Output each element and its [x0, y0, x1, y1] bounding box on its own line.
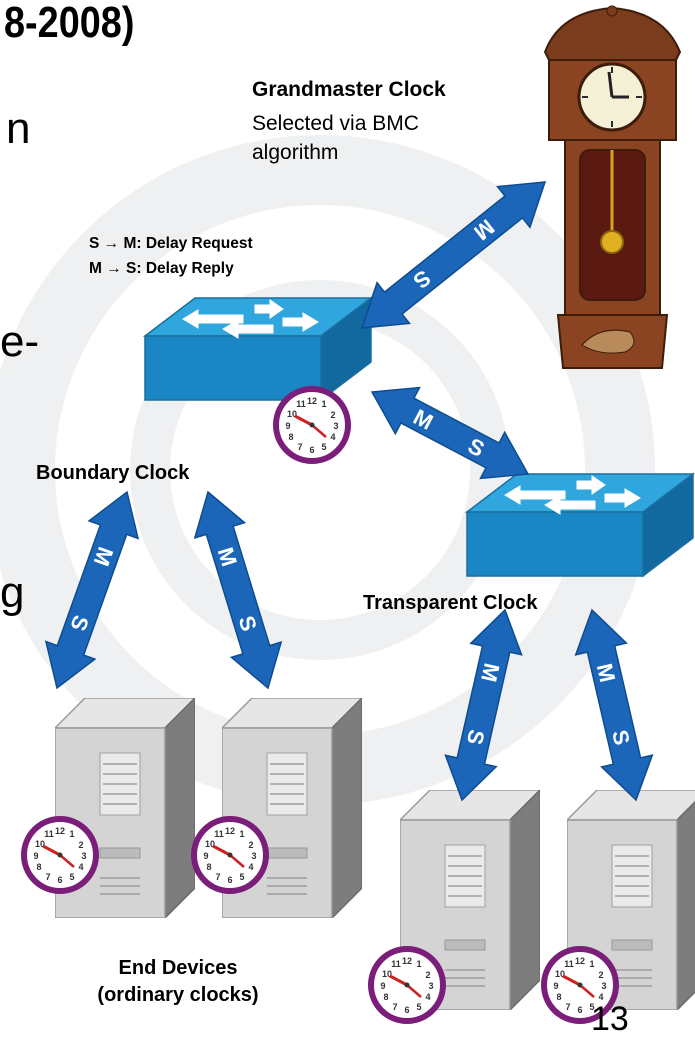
- slave-role-label: S: [234, 613, 262, 634]
- end-devices-subtitle: (ordinary clocks): [97, 984, 259, 1006]
- slave-role-label: S: [607, 727, 635, 747]
- master-slave-arrow: MS: [193, 490, 283, 690]
- master-slave-arrow: MS: [360, 181, 547, 329]
- transparent-clock-switch-icon: [466, 473, 694, 577]
- body-text-fragment: n: [6, 104, 31, 153]
- ordinary-clock-icon: [24, 819, 96, 891]
- boundary-clock-label: Boundary Clock: [36, 462, 190, 484]
- end-devices-label: End Devices (ordinary clocks): [40, 955, 316, 1009]
- master-slave-arrow: MS: [44, 490, 140, 690]
- grandfather-clock-icon: [543, 5, 682, 369]
- body-text-fragment: e-: [0, 317, 40, 366]
- grandmaster-clock-subtitle: Selected via BMC algorithm: [252, 112, 419, 164]
- boundary-clock-icon: [276, 389, 348, 461]
- boundary-clock-switch-icon: [144, 297, 372, 401]
- body-text-fragment: g: [0, 568, 25, 617]
- delay-messages: S → M: Delay Request M → S: Delay Reply: [89, 231, 253, 281]
- end-devices-title: End Devices: [118, 957, 238, 979]
- delay-request-label: S → M: Delay Request: [89, 235, 253, 252]
- ordinary-clock-icon: [371, 949, 443, 1021]
- slave-role-label: S: [462, 727, 490, 747]
- master-slave-arrow: MS: [574, 608, 654, 802]
- master-slave-arrow: MS: [370, 386, 530, 480]
- master-role-label: M: [592, 661, 620, 684]
- transparent-clock-label: Transparent Clock: [363, 592, 538, 614]
- master-slave-arrow: MS: [444, 608, 523, 802]
- slide-title-fragment: 8-2008): [4, 0, 135, 47]
- grandmaster-clock-title: Grandmaster Clock: [252, 78, 446, 101]
- ordinary-clock-icon: [194, 819, 266, 891]
- delay-reply-label: M → S: Delay Reply: [89, 260, 234, 277]
- master-role-label: M: [476, 661, 504, 684]
- page-number: 13: [591, 1000, 629, 1038]
